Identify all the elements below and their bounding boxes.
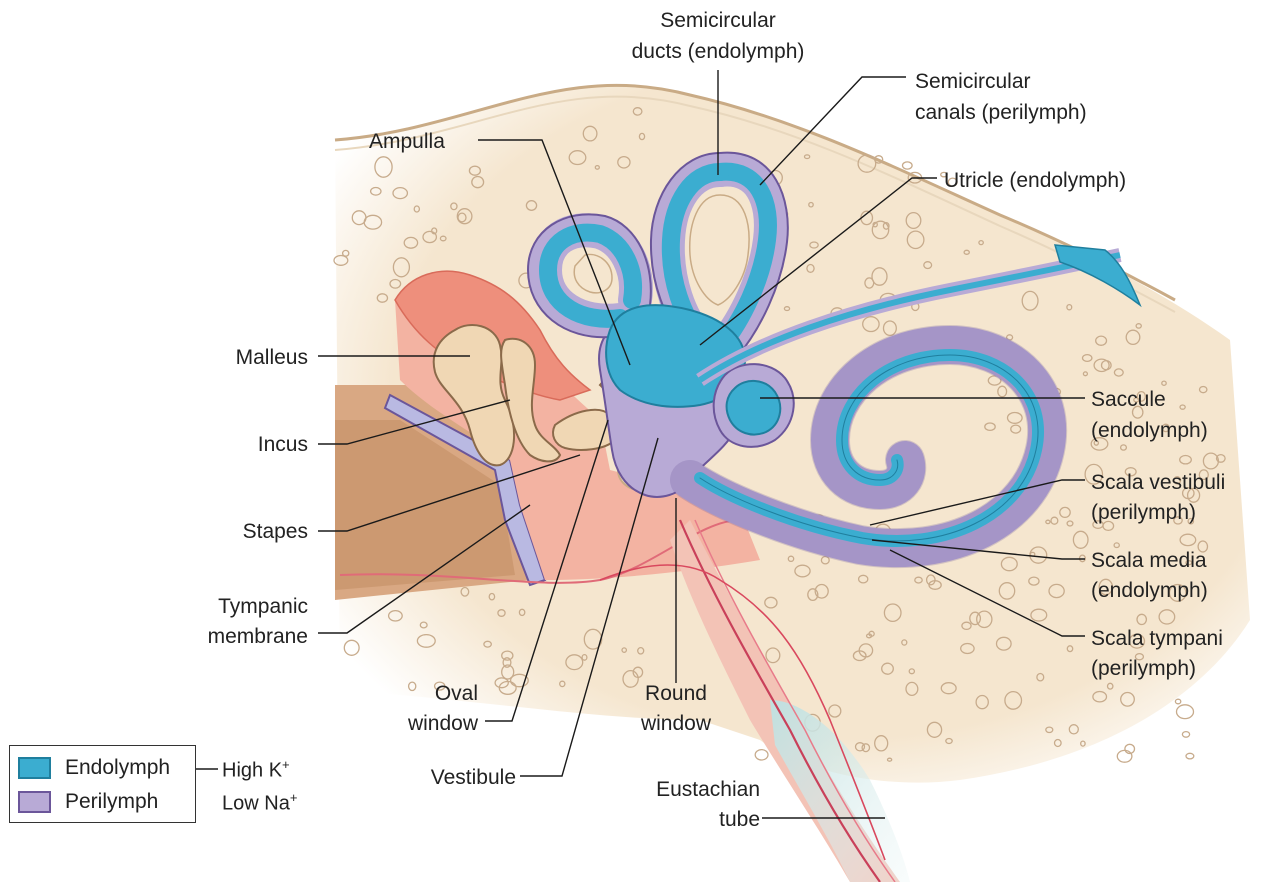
low-sodium-note: Low Na+: [222, 790, 297, 816]
high-potassium-note: High K+: [222, 757, 290, 783]
label-oval-window-2: window: [407, 712, 479, 735]
label-ampulla: Ampulla: [369, 130, 445, 153]
label-scala-media-1: Scala media: [1091, 549, 1207, 572]
label-vestibule: Vestibule: [431, 766, 516, 789]
label-eustachian-tube-1: Eustachian: [656, 778, 760, 801]
label-semicircular-ducts-1: Semicircular: [660, 9, 776, 32]
label-scala-vestibuli-2: (perilymph): [1091, 501, 1196, 524]
bone-pore: [1117, 750, 1132, 762]
bone-pore: [1175, 699, 1180, 704]
bone-pore: [1182, 732, 1189, 738]
label-scala-tympani-1: Scala tympani: [1091, 627, 1223, 650]
label-tympanic-membrane-2: membrane: [208, 625, 308, 648]
low-sodium-text: Low Na: [222, 793, 290, 815]
label-saccule-2: (endolymph): [1091, 419, 1208, 442]
label-round-window-2: window: [640, 712, 712, 735]
label-malleus: Malleus: [236, 346, 308, 369]
label-semicircular-canals-2: canals (perilymph): [915, 101, 1087, 124]
legend-item-perilymph: Perilymph: [18, 790, 158, 814]
label-scala-tympani-2: (perilymph): [1091, 657, 1196, 680]
bone-pore: [755, 750, 768, 760]
legend-label-perilymph: Perilymph: [65, 790, 158, 814]
label-stapes: Stapes: [243, 520, 308, 543]
label-oval-window-1: Oval: [435, 682, 478, 705]
bone-pore: [1186, 753, 1194, 759]
bone-pore: [903, 162, 913, 169]
legend-label-endolymph: Endolymph: [65, 756, 170, 780]
potassium-charge: +: [282, 757, 290, 772]
label-semicircular-ducts-2: ducts (endolymph): [632, 40, 805, 63]
endolymph-swatch: [18, 757, 51, 779]
legend-item-endolymph: Endolymph: [18, 756, 170, 780]
sodium-charge: +: [290, 790, 298, 805]
perilymph-swatch: [18, 791, 51, 813]
label-utricle: Utricle (endolymph): [944, 169, 1126, 192]
label-incus: Incus: [258, 433, 308, 456]
label-round-window-1: Round: [645, 682, 707, 705]
label-scala-vestibuli-1: Scala vestibuli: [1091, 471, 1225, 494]
high-potassium-text: High K: [222, 760, 282, 782]
label-tympanic-membrane-1: Tympanic: [218, 595, 308, 618]
label-eustachian-tube-2: tube: [719, 808, 760, 831]
bone-pore: [1177, 705, 1194, 719]
saccule-endolymph: [727, 381, 781, 435]
label-semicircular-canals-1: Semicircular: [915, 70, 1031, 93]
label-saccule-1: Saccule: [1091, 388, 1166, 411]
label-scala-media-2: (endolymph): [1091, 579, 1208, 602]
